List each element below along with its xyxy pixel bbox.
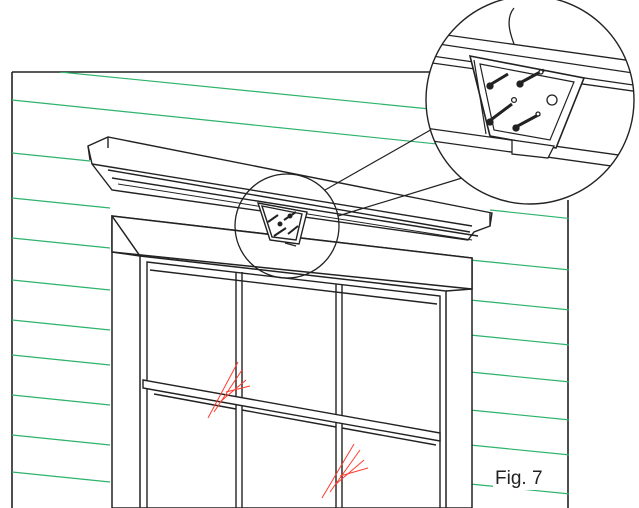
- crown-moulding: [87, 136, 493, 241]
- callout-leader-lines: [324, 127, 463, 217]
- detail-callout-small: [234, 173, 340, 279]
- figure-label: Fig. 7: [493, 468, 545, 490]
- glass-hatch-upper: [207, 361, 251, 419]
- glass-hatch-lower: [321, 443, 369, 499]
- siding-lines: [12, 72, 569, 495]
- window-sash: [142, 261, 441, 508]
- keystone-bracket: [256, 202, 308, 247]
- detail-callout-large: [425, 0, 635, 205]
